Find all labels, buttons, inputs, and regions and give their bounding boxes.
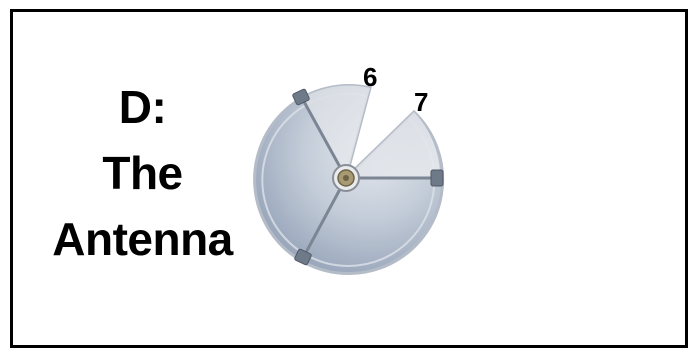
title-line-3: Antenna — [30, 206, 255, 272]
title-line-2: The — [30, 140, 255, 206]
mount-right — [431, 170, 443, 186]
label-6: 6 — [363, 64, 377, 90]
label-7: 7 — [414, 89, 428, 115]
title-line-1: D: — [30, 74, 255, 140]
hub-core — [343, 175, 349, 181]
title-block: D: The Antenna — [30, 74, 255, 272]
